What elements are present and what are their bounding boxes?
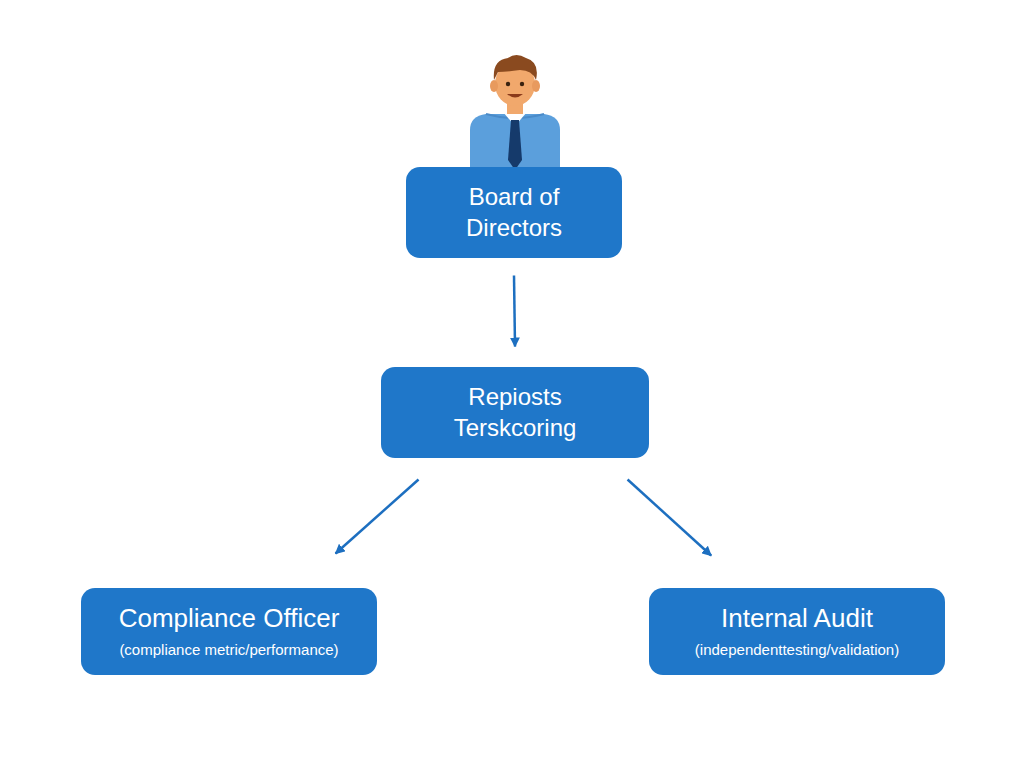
box-subtitle: (independenttesting/validation) <box>695 639 899 660</box>
box-title: Internal Audit <box>721 602 873 636</box>
tie <box>508 120 522 170</box>
report-box: Repiosts Terskcoring <box>381 367 649 458</box>
connector-arrow <box>628 480 712 556</box>
shirt <box>470 114 560 172</box>
connector-arrow <box>336 480 419 554</box>
person-figure <box>470 55 560 172</box>
box-title: Compliance Officer <box>119 602 340 636</box>
box-subtitle: (compliance metric/performance) <box>119 639 338 660</box>
ear <box>490 80 498 92</box>
box-title: Board of Directors <box>424 181 604 243</box>
eye <box>506 82 510 86</box>
role-box: Compliance Officer (compliance metric/per… <box>81 588 377 675</box>
mouth <box>507 94 523 98</box>
role-box: Internal Audit (independenttesting/valida… <box>649 588 945 675</box>
connector-arrow <box>514 276 515 347</box>
ear <box>532 80 540 92</box>
eye <box>520 82 524 86</box>
box-title: Repiosts Terskcoring <box>430 381 600 443</box>
hair <box>494 55 537 80</box>
board-box: Board of Directors <box>406 167 622 258</box>
